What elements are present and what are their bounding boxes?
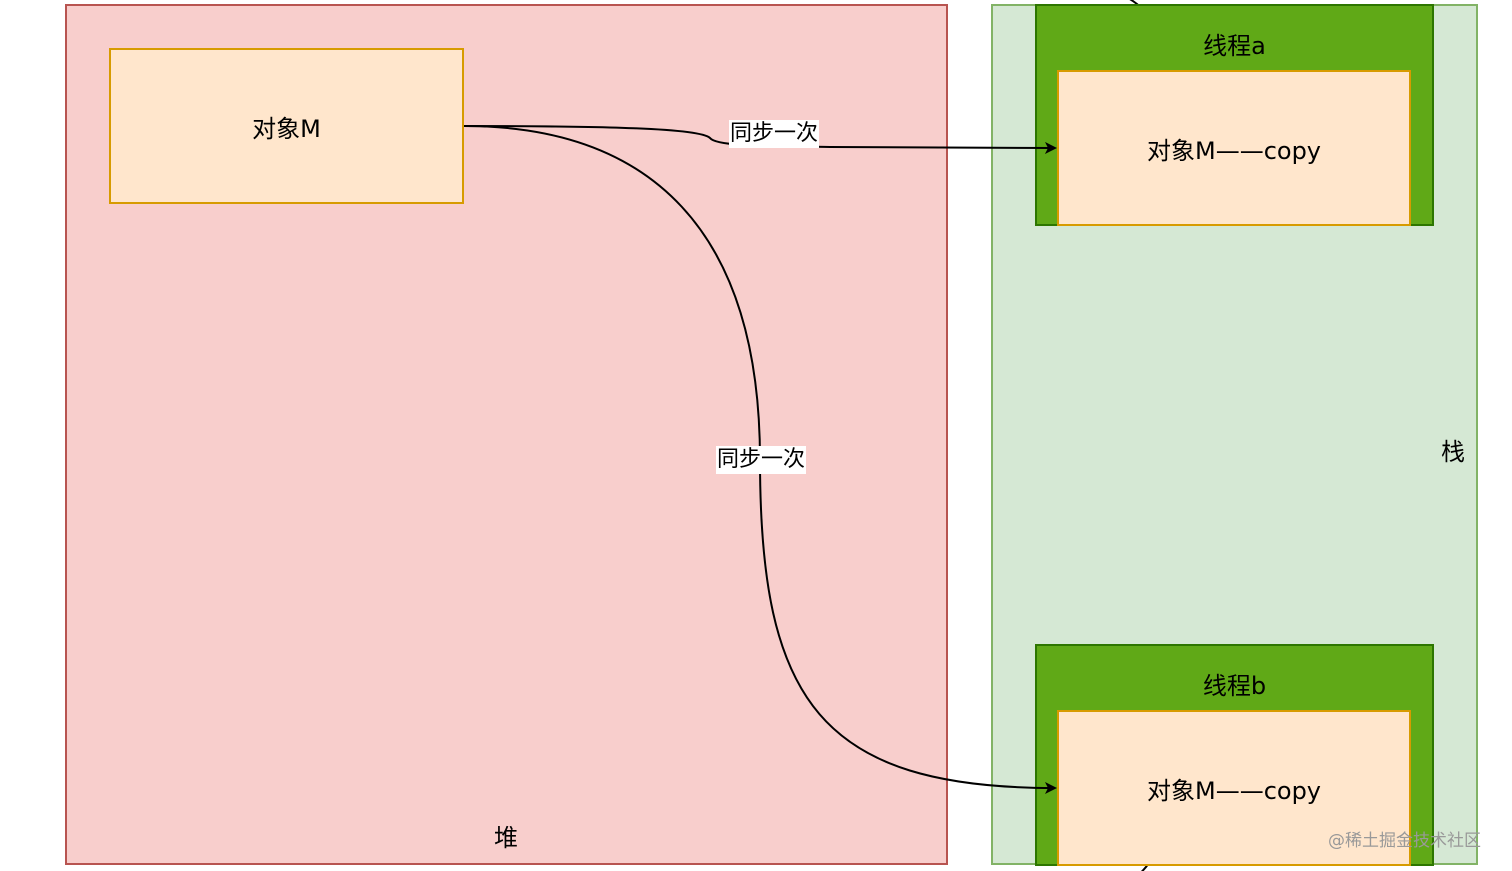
thread-b-copy-label: 对象M——copy [1146,776,1322,805]
object-m-label: 对象M [252,114,321,143]
edge-label-thread-b: 同步一次 [716,446,807,474]
heap-label: 堆 [494,824,518,852]
object-m-box: 对象M [109,48,464,204]
thread-b-title: 线程b [1202,672,1267,700]
thread-a-object-copy: 对象M——copy [1057,70,1411,226]
thread-a-title: 线程a [1203,32,1266,60]
watermark: @稀土掘金技术社区 [1328,831,1481,851]
thread-a-copy-label: 对象M——copy [1146,136,1322,165]
thread-b-object-copy: 对象M——copy [1057,710,1411,866]
edge-label-thread-a: 同步一次 [729,120,820,148]
stack-label: 栈 [1441,438,1465,466]
